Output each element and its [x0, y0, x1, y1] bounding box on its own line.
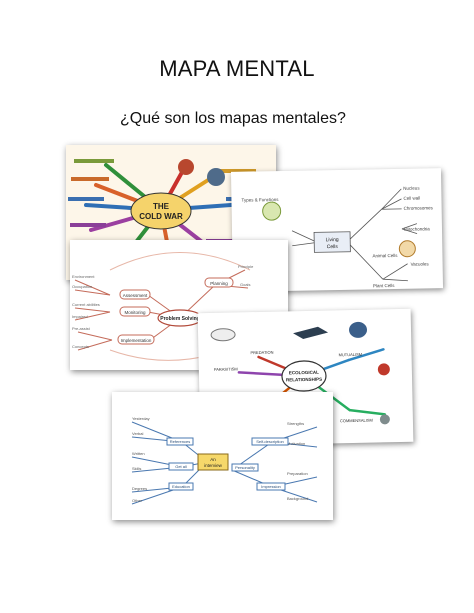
svg-text:Occupation: Occupation	[72, 284, 92, 289]
svg-text:Impaired: Impaired	[72, 314, 88, 319]
svg-text:COMMENSALISM: COMMENSALISM	[340, 418, 373, 424]
svg-text:Plant Cells: Plant Cells	[373, 283, 395, 288]
page-subtitle: ¿Qué son los mapas mentales?	[120, 110, 346, 127]
svg-text:Mitochondria: Mitochondria	[404, 226, 430, 231]
svg-text:Degrees: Degrees	[132, 486, 147, 491]
svg-text:Skills: Skills	[132, 466, 141, 471]
svg-text:Assessment: Assessment	[123, 293, 148, 298]
svg-text:Personality: Personality	[235, 465, 255, 470]
svg-text:Monitoring: Monitoring	[124, 310, 146, 315]
svg-text:Background: Background	[287, 496, 308, 501]
svg-text:Pre-assist: Pre-assist	[72, 326, 91, 331]
svg-text:Verbal: Verbal	[132, 431, 143, 436]
svg-text:Concepts: Concepts	[72, 344, 89, 349]
svg-text:Current abilities: Current abilities	[72, 302, 100, 307]
svg-text:PREDATION: PREDATION	[250, 350, 273, 355]
svg-text:An: An	[210, 457, 216, 462]
svg-text:Motivation: Motivation	[287, 441, 305, 446]
svg-text:Principle: Principle	[238, 264, 254, 269]
cold-war-center: THE	[153, 202, 170, 211]
svg-text:Vacuoles: Vacuoles	[411, 261, 430, 266]
svg-text:Planning: Planning	[210, 281, 228, 286]
svg-text:PARASITISM: PARASITISM	[214, 366, 238, 372]
svg-text:Living: Living	[326, 237, 339, 243]
svg-text:Cell wall: Cell wall	[403, 196, 420, 201]
svg-text:Problem Solving: Problem Solving	[160, 316, 199, 322]
svg-text:Yesterday: Yesterday	[132, 416, 150, 421]
svg-text:MUTUALISM: MUTUALISM	[338, 352, 362, 357]
svg-text:Get all: Get all	[175, 464, 187, 469]
mindmap-image-cells: Types & Functions Structure Nucleus Cell…	[230, 168, 444, 292]
svg-text:Cells: Cells	[327, 244, 339, 250]
page-title: MAPA MENTAL	[159, 56, 315, 81]
svg-text:RELATIONSHIPS: RELATIONSHIPS	[286, 377, 322, 383]
svg-text:Preparation: Preparation	[287, 471, 308, 476]
svg-text:Impression: Impression	[261, 484, 281, 489]
svg-text:Environment: Environment	[72, 274, 95, 279]
svg-text:Nucleus: Nucleus	[403, 186, 420, 191]
svg-text:Chromosomes: Chromosomes	[404, 205, 434, 211]
svg-text:Self-description: Self-description	[256, 439, 284, 444]
svg-text:Strengths: Strengths	[287, 421, 304, 426]
svg-text:Other: Other	[132, 498, 143, 503]
svg-text:ECOLOGICAL: ECOLOGICAL	[289, 370, 319, 376]
svg-text:COLD WAR: COLD WAR	[139, 212, 183, 221]
svg-text:Education: Education	[172, 484, 190, 489]
svg-text:References: References	[170, 439, 190, 444]
svg-text:Written: Written	[132, 451, 145, 456]
svg-text:Implementation: Implementation	[121, 338, 152, 343]
svg-text:Types & Functions: Types & Functions	[241, 197, 279, 203]
svg-text:interview: interview	[204, 463, 223, 468]
svg-text:Goals: Goals	[240, 282, 250, 287]
svg-text:Animal Cells: Animal Cells	[372, 253, 398, 258]
